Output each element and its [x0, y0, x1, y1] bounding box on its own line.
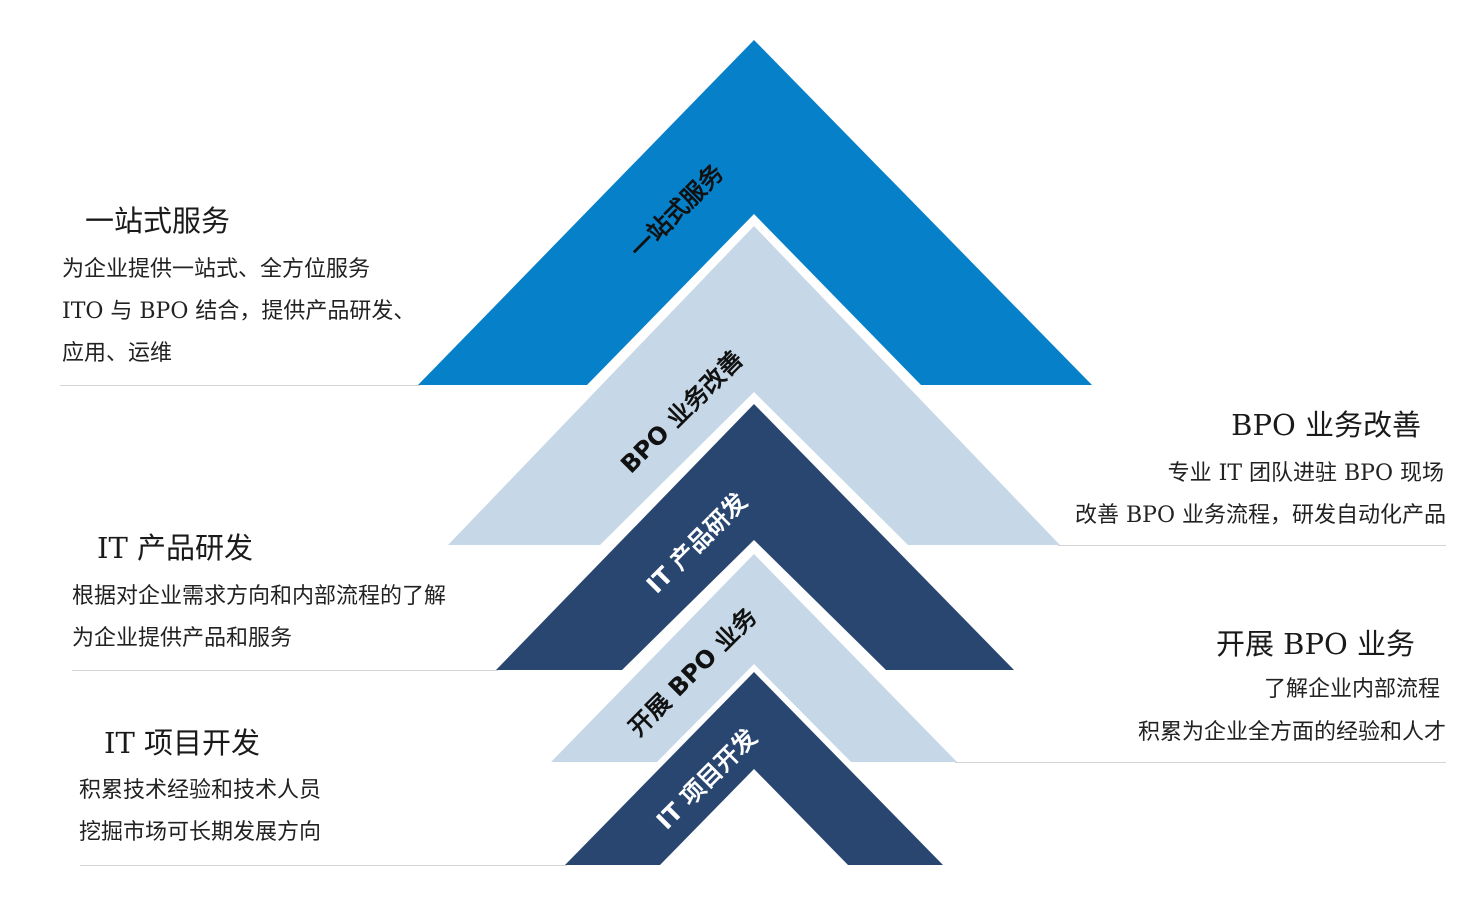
it-project-line-1: 积累技术经验和技术人员: [79, 778, 322, 803]
chevron-it-project: [565, 672, 943, 865]
bpo-improve-line-1: 专业 IT 团队进驻 BPO 现场: [1167, 461, 1444, 486]
one-stop-title: 一站式服务: [85, 204, 231, 238]
one-stop-line-3: 应用、运维: [62, 341, 173, 366]
chevron-bpo-improve: [448, 226, 1060, 545]
one-stop-line-1: 为企业提供一站式、全方位服务: [62, 257, 371, 282]
one-stop-line-2: ITO 与 BPO 结合，提供产品研发、: [62, 299, 416, 324]
it-project-line-2: 挖掘市场可长期发展方向: [79, 820, 322, 845]
it-product-title: IT 产品研发: [97, 531, 254, 565]
bpo-start-line-2: 积累为企业全方面的经验和人才: [1137, 720, 1446, 745]
chevron-it-product: [496, 404, 1014, 670]
it-project-title: IT 项目开发: [104, 726, 261, 760]
it-product-line-1: 根据对企业需求方向和内部流程的了解: [72, 584, 447, 609]
chevron-one-stop: [418, 40, 1092, 385]
bpo-start-line-1: 了解企业内部流程: [1263, 677, 1440, 702]
bpo-improve-title: BPO 业务改善: [1231, 408, 1421, 442]
it-project-divider: [80, 865, 567, 866]
bpo-improve-divider: [1058, 545, 1446, 546]
it-product-divider: [72, 670, 498, 671]
chevron-bpo-start: [551, 554, 957, 762]
one-stop-divider: [60, 385, 420, 386]
bpo-improve-line-2: 改善 BPO 业务流程，研发自动化产品: [1075, 503, 1446, 528]
it-product-line-2: 为企业提供产品和服务: [72, 626, 293, 651]
bpo-start-divider: [955, 762, 1446, 763]
bpo-start-title: 开展 BPO 业务: [1215, 627, 1415, 661]
